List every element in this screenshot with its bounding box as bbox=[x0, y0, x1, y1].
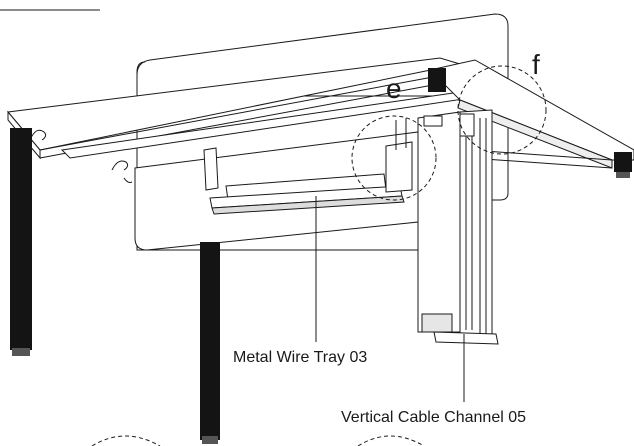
cable-clip-mid-2 bbox=[123, 177, 133, 183]
right-leg-foot bbox=[616, 172, 630, 178]
channel-side-bracket bbox=[459, 113, 475, 137]
channel-base-plate bbox=[421, 313, 453, 333]
detail-circle-e bbox=[351, 115, 437, 201]
right-leg-stub bbox=[614, 152, 632, 172]
cable-clip-left bbox=[29, 129, 47, 141]
desktop-front-edge bbox=[39, 71, 461, 151]
right-arm-rail bbox=[469, 149, 613, 161]
label-cable-channel: Vertical Cable Channel 05 bbox=[341, 409, 526, 426]
detail-arc-right bbox=[357, 435, 425, 446]
channel-foot bbox=[433, 331, 499, 345]
channel-top-bracket bbox=[423, 115, 443, 127]
wire-tray-base bbox=[211, 195, 405, 215]
left-front-leg bbox=[10, 128, 32, 350]
detail-arc-left bbox=[91, 435, 161, 446]
detail-label-f: f bbox=[532, 49, 540, 80]
rear-leg-stub bbox=[428, 68, 446, 92]
wire-tray-left-bracket bbox=[203, 147, 219, 191]
vertical-channel-side bbox=[459, 109, 493, 337]
left-front-leg-foot bbox=[12, 348, 30, 356]
middle-leg bbox=[200, 242, 220, 440]
cable-clip-mid bbox=[111, 160, 129, 171]
vertical-channel-front bbox=[417, 111, 461, 333]
detail-label-e: e bbox=[386, 73, 402, 104]
middle-leg-foot bbox=[202, 436, 218, 444]
privacy-screen-top bbox=[136, 13, 509, 90]
wire-tray-right-bracket bbox=[385, 141, 413, 193]
detail-circle-f bbox=[457, 65, 547, 155]
label-wire-tray: Metal Wire Tray 03 bbox=[233, 349, 367, 366]
right-arm-rail-2 bbox=[469, 157, 613, 169]
